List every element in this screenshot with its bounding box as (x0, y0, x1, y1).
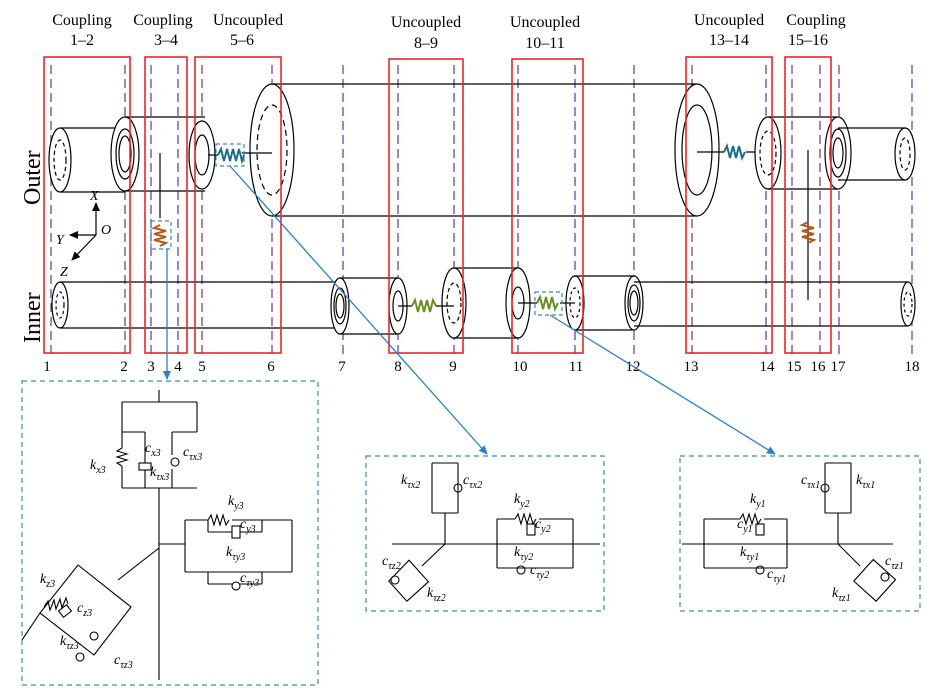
detail-pointer-arrows (167, 166, 775, 454)
node-number: 1 (43, 359, 51, 375)
section-5-label: Uncoupled (510, 14, 580, 31)
section-boxes (44, 57, 831, 353)
inner-bearing-spring-8-9 (412, 300, 436, 312)
section-4-range: 8–9 (414, 35, 438, 52)
inner-bearing-spring-10-11 (537, 297, 558, 309)
kty1-label: kτy1 (740, 545, 759, 563)
cy2-label: cy2 (535, 517, 551, 535)
detail-bearing-1: ky1 cy1 cτx1 kτx1 kτy1 cτy1 cτz1 kτz1 (680, 456, 920, 611)
cty1-label: cτy1 (767, 567, 786, 585)
cz3-label: cz3 (77, 601, 92, 619)
section-1-label: Coupling (52, 12, 112, 29)
ky1-label: ky1 (750, 492, 766, 510)
section-6-label: Uncoupled (694, 12, 764, 29)
outer-bearing-spring-5-6 (218, 149, 244, 161)
node-number: 4 (174, 359, 182, 375)
node-number: 2 (120, 359, 128, 375)
node-number: 18 (905, 359, 920, 375)
node-lines (51, 65, 912, 355)
cty3-label: cτy3 (240, 571, 259, 589)
outer-shaft-left-end (49, 128, 71, 192)
node-number: 10 (513, 359, 528, 375)
node-number: 5 (198, 359, 206, 375)
kz3-label: kz3 (40, 572, 55, 590)
ctz3-label: cτz3 (114, 653, 133, 671)
kty2-label: kτy2 (514, 545, 533, 563)
node-number: 11 (569, 359, 583, 375)
node-number: 7 (338, 359, 346, 375)
section-3-range: 5–6 (230, 32, 254, 49)
z-axis-arrow (72, 235, 96, 260)
ctx3-label: cτx3 (183, 445, 202, 463)
section-headers: Coupling 1–2 Coupling 3–4 Uncoupled 5–6 … (52, 12, 846, 52)
node-number: 14 (760, 359, 776, 375)
arrow-to-bearing-1-detail (550, 315, 775, 454)
ctz1-label: cτz1 (885, 554, 904, 572)
detail-coupling-border (22, 381, 318, 685)
node-number: 9 (449, 359, 457, 375)
outer-bearing-spring-13-14 (724, 146, 745, 158)
origin-label: O (101, 223, 111, 238)
kty3-label: kτy3 (226, 545, 245, 563)
ky3-label: ky3 (228, 494, 244, 512)
node-number: 6 (267, 359, 275, 375)
section-5-range: 10–11 (525, 35, 564, 52)
section-2-label: Coupling (133, 12, 193, 29)
ktx3-label: kτx3 (150, 465, 169, 483)
ktz2-label: kτz2 (427, 586, 446, 604)
detail-bearing-2: kτx2 cτx2 ky2 cy2 kτy2 cτy2 cτz2 kτz2 (366, 456, 604, 611)
node-number: 17 (831, 359, 847, 375)
inner-rotor-label: Inner (20, 292, 46, 343)
z-axis-label: Z (60, 265, 68, 280)
cty2-label: cτy2 (530, 563, 549, 581)
ktz3-label: kτz3 (60, 634, 79, 652)
detail-coupling-3-4: kx3 cx3 kτx3 cτx3 ky3 cy3 kτy3 cτy3 kz3 … (22, 381, 318, 685)
ktz1-label: kτz1 (832, 586, 851, 604)
ctz2-label: cτz2 (382, 554, 401, 572)
ctx1-label: cτx1 (801, 473, 820, 491)
detail-bearing-1-border (680, 456, 920, 611)
ktx2-label: kτx2 (401, 473, 420, 491)
section-6-range: 13–14 (709, 32, 749, 49)
node-number: 3 (147, 359, 155, 375)
outer-rotor-label: Outer (20, 150, 46, 205)
kx3-label: kx3 (90, 458, 106, 476)
cx3-label: cx3 (145, 441, 161, 459)
coordinate-axes: X Y Z O (56, 189, 111, 280)
section-3-label: Uncoupled (213, 12, 283, 29)
section-2-range: 3–4 (154, 32, 178, 49)
section-7-label: Coupling (786, 12, 846, 29)
outer-coupling-left-face (111, 117, 139, 191)
node-number: 15 (787, 359, 802, 375)
x-axis-label: X (89, 189, 99, 204)
ky2-label: ky2 (514, 492, 530, 510)
section-7-range: 15–16 (788, 32, 828, 49)
ktx1-label: kτx1 (856, 473, 875, 491)
node-number: 8 (394, 359, 402, 375)
y-axis-label: Y (56, 233, 66, 248)
node-number: 13 (684, 359, 699, 375)
section-4-label: Uncoupled (391, 14, 461, 31)
ctx2-label: cτx2 (463, 473, 482, 491)
node-number: 16 (811, 359, 827, 375)
section-1-range: 1–2 (70, 32, 94, 49)
coupling-spring-3-4 (154, 225, 166, 246)
node-numbers: 1 2 3 4 5 6 7 8 9 10 11 12 13 14 15 16 1… (43, 359, 919, 375)
